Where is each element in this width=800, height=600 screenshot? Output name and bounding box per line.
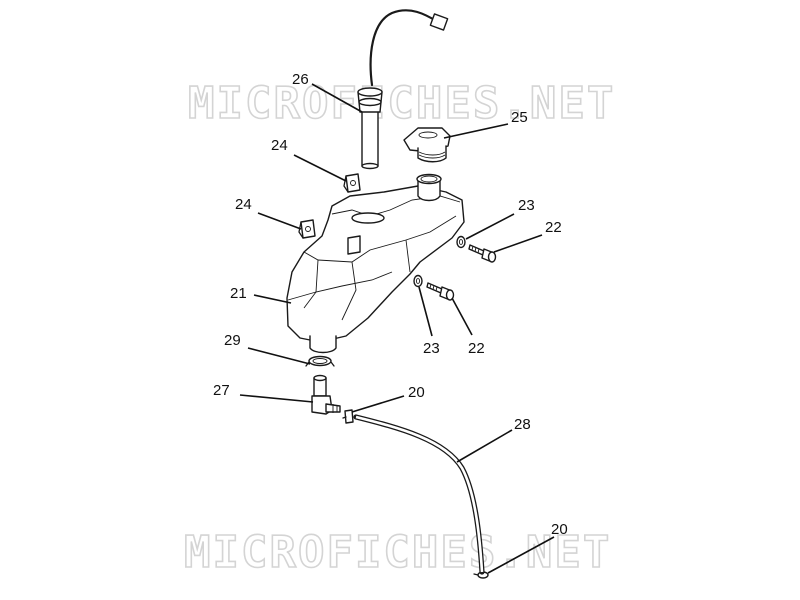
leader-21 — [253, 294, 292, 304]
callout-29: 29 — [224, 332, 241, 349]
leader-24a — [293, 154, 347, 182]
callout-20-lower: 20 — [551, 521, 568, 538]
callout-24-upper: 24 — [271, 137, 288, 154]
callout-21: 21 — [230, 285, 247, 302]
bolt-lower-part — [426, 282, 455, 301]
leader-24b — [257, 212, 302, 230]
callout-23-upper: 23 — [518, 197, 535, 214]
callout-22-lower: 22 — [468, 340, 485, 357]
callout-25: 25 — [511, 109, 528, 126]
callout-22-upper: 22 — [545, 219, 562, 236]
leader-22a — [493, 234, 543, 253]
watermark-top: MICROFICHES.NET — [188, 78, 615, 129]
leader-23b — [418, 286, 433, 337]
leader-29 — [247, 347, 311, 365]
level-sensor-part — [357, 9, 449, 170]
leader-lines — [239, 83, 555, 574]
callout-27: 27 — [213, 382, 230, 399]
leader-25 — [443, 123, 509, 139]
washer-upper-part — [456, 235, 466, 249]
hose-clamp-part — [305, 355, 335, 367]
callout-20-upper: 20 — [408, 384, 425, 401]
pump-fitting-part — [311, 374, 341, 415]
callout-26: 26 — [292, 71, 309, 88]
leader-22b — [451, 297, 473, 336]
clip-lower-part — [298, 219, 316, 239]
callout-24-lower: 24 — [235, 196, 252, 213]
leader-26 — [311, 83, 363, 113]
leader-23a — [465, 213, 515, 240]
watermark-bottom: MICROFICHES.NET — [184, 527, 611, 578]
hose-part — [353, 414, 485, 575]
clip-upper-part — [343, 173, 361, 193]
leader-20b — [487, 536, 555, 574]
bolt-upper-part — [468, 244, 497, 263]
reservoir-tank-part — [286, 173, 465, 354]
callout-23-lower: 23 — [423, 340, 440, 357]
leader-27 — [239, 394, 314, 403]
washer-lower-part — [413, 274, 423, 288]
leader-28 — [456, 429, 513, 463]
leader-20a — [351, 395, 405, 413]
small-clamp-upper-part — [342, 409, 354, 424]
callout-28: 28 — [514, 416, 531, 433]
filler-cap-part — [403, 127, 451, 163]
